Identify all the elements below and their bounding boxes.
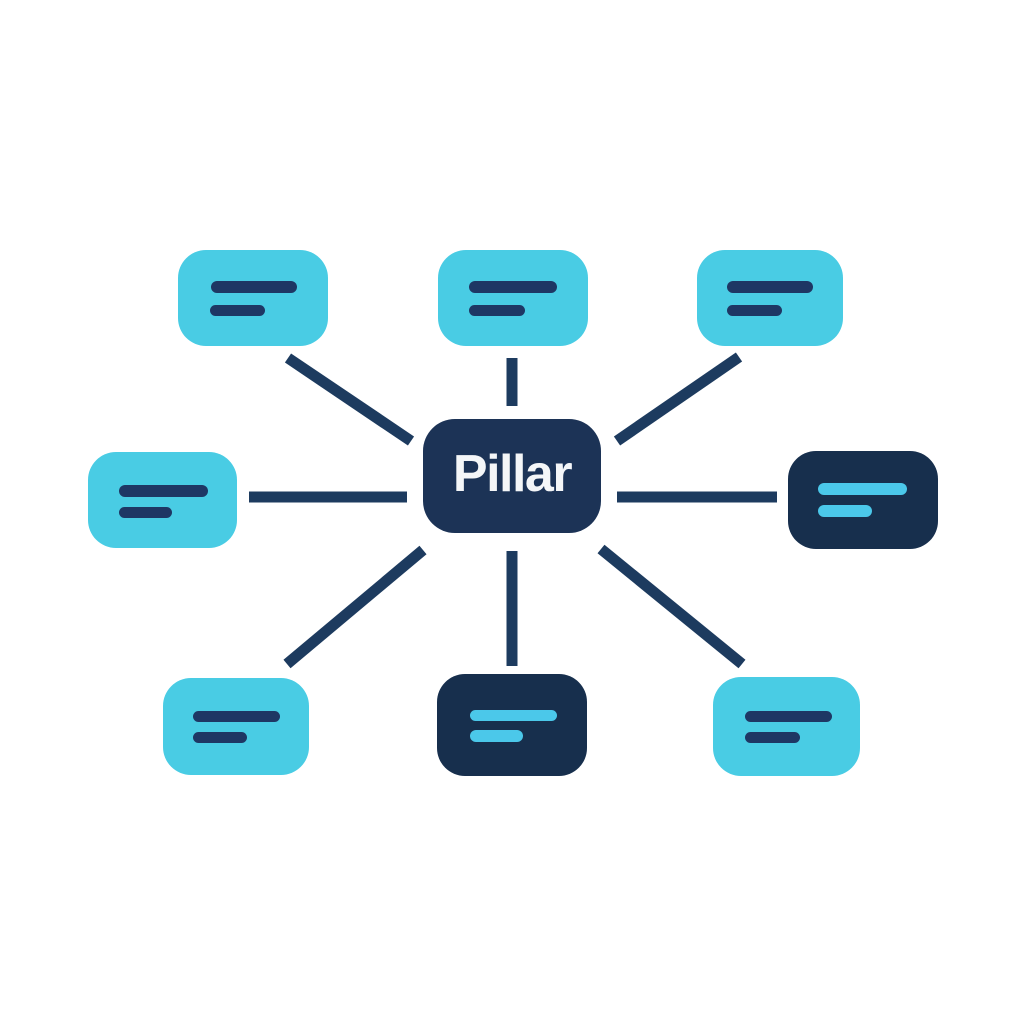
text-placeholder-bar xyxy=(211,281,297,293)
text-placeholder-bar xyxy=(470,710,557,721)
text-placeholder-bar xyxy=(727,281,813,293)
link-bottom-left-connector-line xyxy=(283,545,427,669)
text-placeholder-bar xyxy=(745,732,800,743)
text-placeholder-bar xyxy=(818,483,907,495)
subtopic-mid-right-node xyxy=(788,451,938,549)
subtopic-bottom-right-node xyxy=(713,677,860,776)
pillar-node: Pillar xyxy=(423,419,601,533)
link-top-left-connector-line xyxy=(284,353,415,446)
subtopic-bottom-left-node xyxy=(163,678,309,775)
subtopic-mid-left-node xyxy=(88,452,237,548)
pillar-label: Pillar xyxy=(452,445,573,503)
link-bottom-right-connector-line xyxy=(597,544,746,669)
text-placeholder-bar xyxy=(119,485,208,497)
subtopic-top-left-node xyxy=(178,250,328,346)
text-placeholder-bar xyxy=(818,505,872,517)
link-top-right-connector-line xyxy=(613,352,743,446)
text-placeholder-bar xyxy=(470,730,523,742)
text-placeholder-bar xyxy=(727,305,782,316)
subtopic-top-right-node xyxy=(697,250,843,346)
text-placeholder-bar xyxy=(119,507,172,518)
text-placeholder-bar xyxy=(193,732,247,743)
text-placeholder-bar xyxy=(745,711,832,722)
text-placeholder-bar xyxy=(193,711,280,722)
text-placeholder-bar xyxy=(210,305,265,316)
subtopic-bottom-center-node xyxy=(437,674,587,776)
subtopic-top-center-node xyxy=(438,250,588,346)
text-placeholder-bar xyxy=(469,305,525,316)
text-placeholder-bar xyxy=(469,281,557,293)
